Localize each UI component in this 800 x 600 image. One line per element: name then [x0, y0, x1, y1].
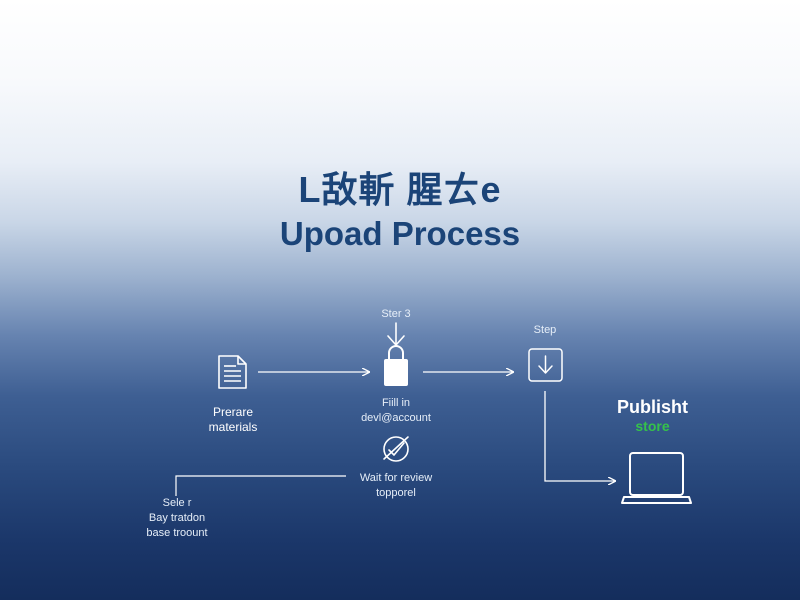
diagram-title: L敌斬 腥ㄊe Upoad Process — [0, 168, 800, 254]
title-line-2: Upoad Process — [279, 215, 521, 252]
laptop-icon — [621, 452, 692, 504]
review-badge-icon — [383, 436, 409, 462]
prepare-label-line-1: Prerare — [212, 405, 253, 419]
select-label-line-2: Bay tratdon — [148, 512, 206, 524]
fill-account-label: Fiill in devl@account — [355, 396, 437, 426]
review-label-line-2: topporel — [376, 487, 416, 499]
fill-label-line-2: devl@account — [361, 412, 431, 424]
wait-review-label: Wait for review topporel — [350, 471, 442, 501]
select-account-label: Sele r Bay tratdon base troount — [132, 496, 222, 541]
review-label-line-1: Wait for review — [359, 472, 433, 484]
connector-select-to-review — [175, 475, 346, 496]
prepare-label-line-2: materials — [208, 420, 258, 434]
publish-store-label: Publisht store — [610, 397, 695, 435]
title-line-1: L敌斬 腥ㄊe — [298, 169, 502, 210]
step-3-label: Ster 3 — [381, 308, 411, 320]
select-label-line-1: Sele r — [162, 497, 192, 509]
step-label: Step — [533, 324, 557, 336]
lock-icon — [384, 345, 408, 386]
document-icon — [218, 355, 247, 389]
publish-title: Publisht — [617, 397, 688, 417]
download-icon — [528, 348, 563, 382]
fill-label-line-1: Fiill in — [381, 397, 411, 409]
publish-store-text: store — [635, 418, 670, 434]
prepare-materials-label: Prerare materials — [205, 405, 261, 435]
select-label-line-3: base troount — [146, 527, 208, 539]
down-arrow-icon — [387, 322, 405, 346]
connector-step-to-publish — [544, 391, 615, 481]
